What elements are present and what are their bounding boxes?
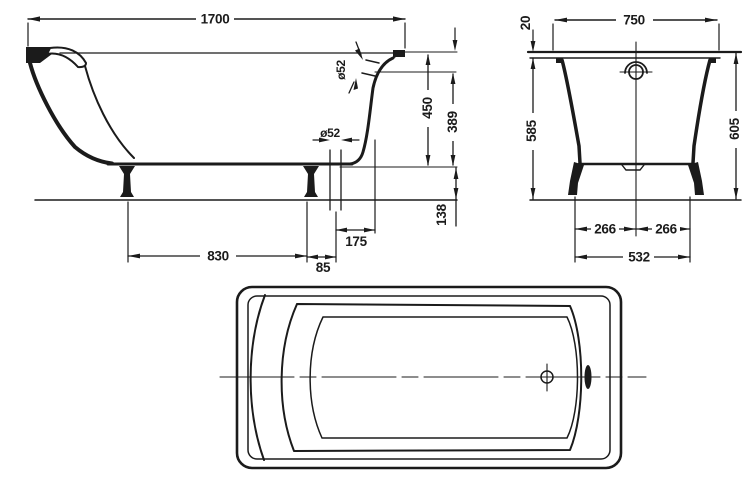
arrowhead	[705, 17, 717, 23]
tub-opening-edge	[280, 303, 583, 452]
arrowhead	[450, 73, 456, 84]
tub-wall-right	[348, 56, 395, 166]
arrowhead	[575, 254, 587, 260]
dim-total-height-label: 605	[727, 117, 742, 139]
rim-lip-right	[709, 58, 716, 63]
underside-notch	[621, 164, 645, 171]
arrowhead	[453, 188, 459, 199]
arrowhead	[530, 188, 536, 199]
side-view: 1700 ø52 450	[26, 11, 460, 275]
dim-depth-label: 450	[420, 97, 435, 119]
arrowhead	[295, 253, 307, 259]
arrowhead	[425, 54, 431, 65]
dim-drain-offset-label: 85	[316, 260, 331, 275]
overflow-arc	[624, 61, 648, 74]
top-view	[219, 285, 647, 470]
label-bg	[623, 250, 654, 265]
end-view: 750 20 585 605	[518, 12, 743, 265]
dim-overflow-dia-label: ø52	[334, 59, 348, 79]
overflow-slot-top	[584, 365, 592, 389]
arrowhead	[678, 254, 690, 260]
arrowhead	[624, 226, 636, 232]
tub-rim-right	[393, 50, 405, 59]
dim-foot-spacing-label: 830	[207, 249, 229, 264]
dim-half-span-left-label: 266	[594, 222, 616, 237]
label-bg	[200, 249, 236, 264]
leg-right	[688, 162, 704, 195]
arrowhead	[28, 16, 40, 22]
arrowhead	[393, 16, 405, 22]
arrowhead	[678, 226, 690, 232]
arrowhead	[355, 48, 363, 60]
arrowhead	[530, 58, 536, 69]
arrowhead	[450, 155, 456, 166]
arrowhead	[425, 155, 431, 166]
arrowhead	[353, 78, 358, 90]
dim-width-label: 750	[623, 13, 645, 28]
arrowhead	[453, 168, 459, 179]
dim-overflow-height-label: 389	[445, 111, 460, 133]
arrowhead	[325, 254, 336, 260]
label-bg	[591, 222, 619, 237]
label-bg	[525, 113, 540, 150]
arrowhead	[555, 17, 567, 23]
tub-inner-wall-left	[84, 65, 135, 159]
tub-outer-wall-left	[28, 61, 114, 166]
dim-body-height-label: 585	[524, 119, 539, 141]
dim-clearance-label: 138	[434, 203, 449, 225]
arrowhead	[452, 40, 458, 51]
label-bg	[728, 111, 743, 148]
label-bg	[420, 90, 435, 127]
arrowhead	[733, 53, 739, 64]
dim-drain-dia-label: ø52	[320, 126, 340, 140]
arrowhead	[307, 254, 318, 260]
wall-right	[691, 58, 712, 165]
label-bg	[196, 11, 234, 26]
label-bg	[652, 222, 680, 237]
arrowhead	[319, 137, 330, 143]
dim-drain-to-end-label: 175	[345, 234, 367, 249]
arrowhead	[575, 226, 587, 232]
foot-front	[119, 166, 135, 197]
arrowhead	[341, 137, 352, 143]
label-bg	[616, 12, 653, 27]
arrowhead	[128, 253, 140, 259]
arrowhead	[336, 227, 347, 233]
label-bg	[445, 104, 460, 141]
dim-foot-span-label: 532	[628, 250, 650, 265]
dim-half-span-right-label: 266	[655, 222, 677, 237]
arrowhead	[733, 188, 739, 199]
headrest-profile	[45, 46, 88, 69]
arrowhead	[364, 227, 375, 233]
rim-lip-left	[556, 58, 563, 63]
leader-line	[348, 81, 355, 94]
foot-rear	[303, 166, 319, 197]
dim-rim-height-label: 20	[518, 16, 533, 30]
arrowhead	[530, 41, 536, 52]
leg-left	[568, 162, 584, 195]
arrowhead	[636, 226, 648, 232]
tub-rim-left	[26, 47, 52, 63]
wall-left	[560, 58, 582, 165]
overflow-slot	[361, 72, 376, 77]
dim-length-label: 1700	[201, 12, 230, 27]
overflow-slot	[365, 59, 380, 64]
